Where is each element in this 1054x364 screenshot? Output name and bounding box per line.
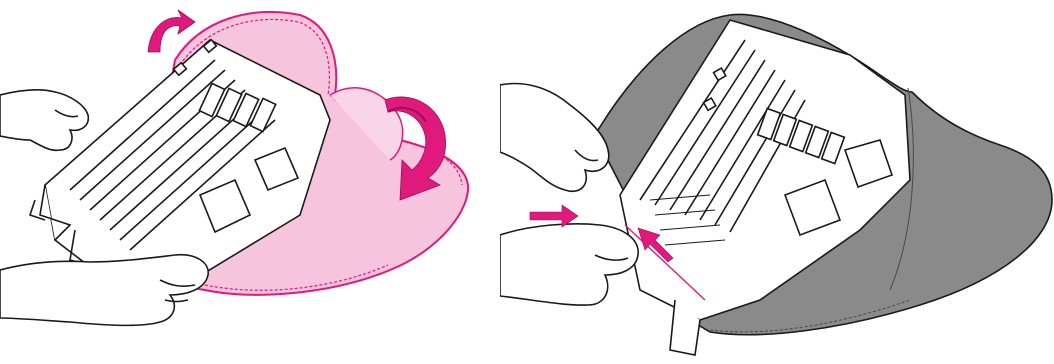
right-illustration-panel	[500, 0, 1054, 364]
left-illustration-svg	[0, 0, 480, 364]
right-illustration-svg	[500, 0, 1054, 364]
left-illustration-panel	[0, 0, 480, 364]
